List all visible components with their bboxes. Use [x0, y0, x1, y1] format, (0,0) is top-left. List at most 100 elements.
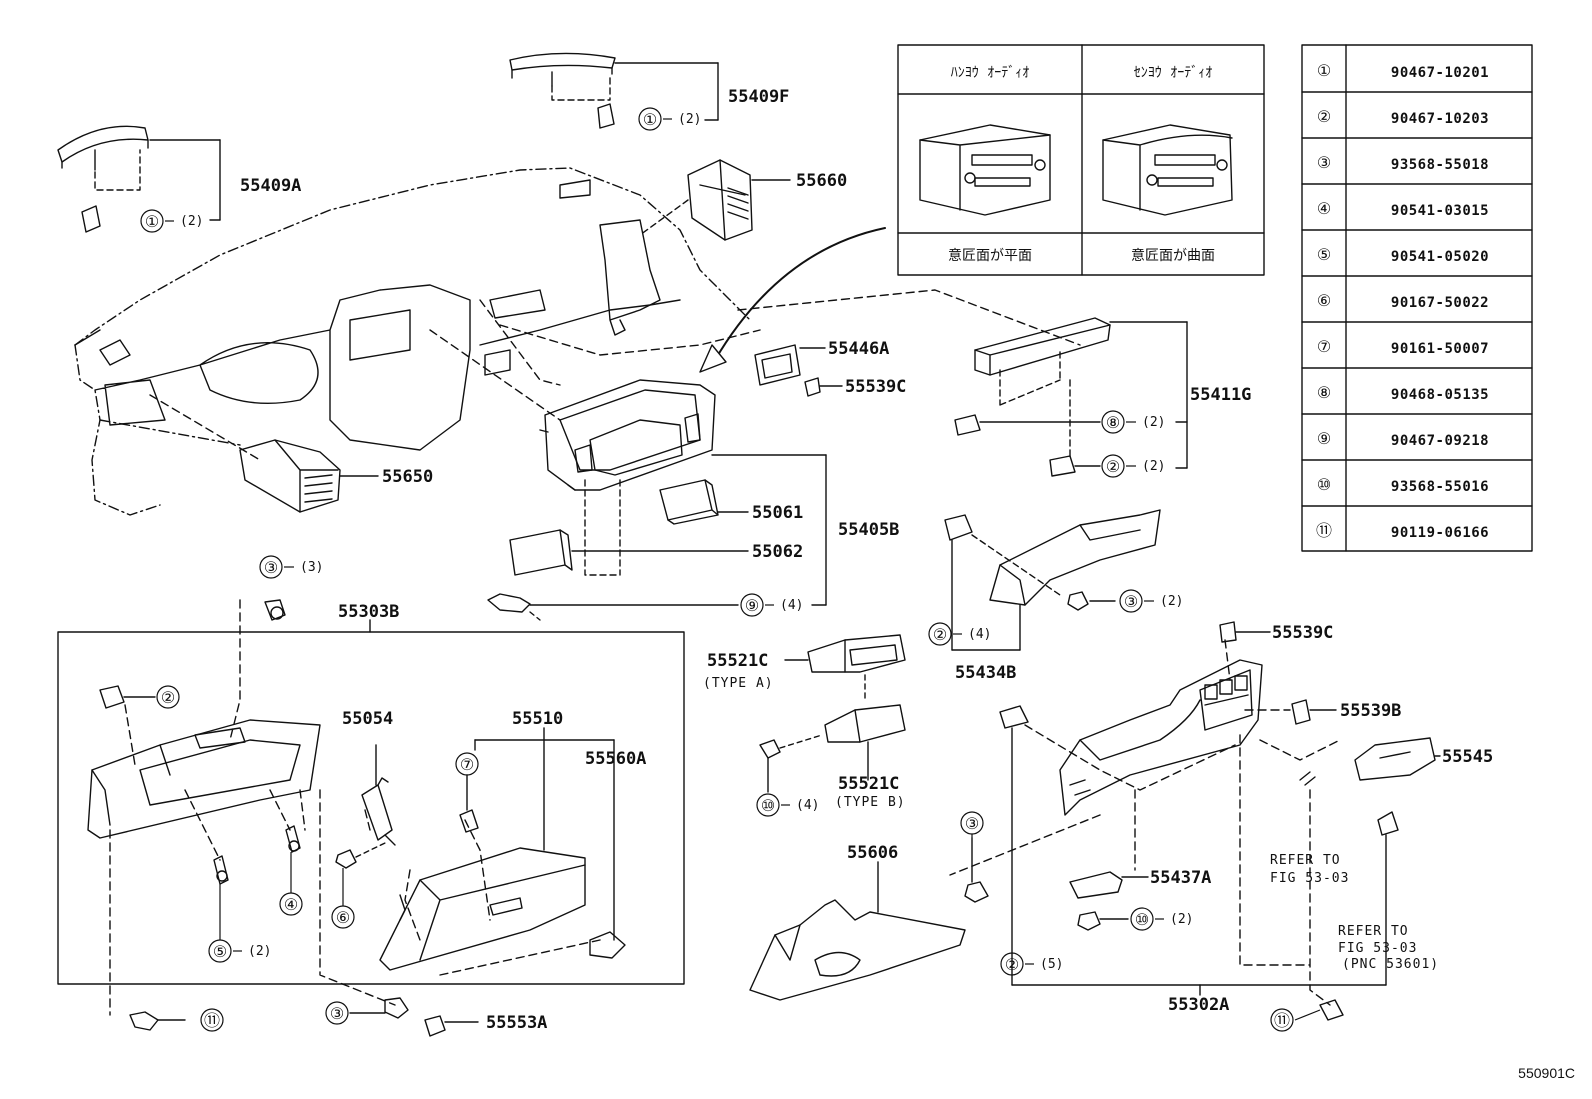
part-55650-vent: [239, 439, 379, 513]
callout-number: ④: [284, 895, 298, 914]
part-screws-lid: [213, 599, 301, 885]
part-label: 55409F: [728, 87, 789, 107]
table-part: 90541-03015: [1391, 203, 1489, 219]
callout-number: ①: [145, 212, 159, 231]
part-label: 55521C: [707, 651, 768, 671]
figure-code: 550901C: [1518, 1065, 1575, 1081]
callout-number: ②: [1005, 955, 1019, 974]
part-55062-vent: [509, 479, 749, 576]
quantity: (3): [300, 560, 323, 575]
table-key: ⑧: [1317, 383, 1331, 402]
quantity: (2): [180, 214, 203, 229]
radio-unit-curved: [1102, 124, 1233, 216]
part-label: 55521C: [838, 774, 899, 794]
part-label: 55054: [342, 709, 393, 729]
quantity: (5): [1040, 957, 1063, 972]
quantity: (2): [1160, 594, 1183, 609]
dash-vent-area: [599, 219, 661, 336]
part-55446A: [754, 344, 826, 386]
reference-arrow-head: [699, 344, 727, 373]
part-55539C-lower: [1219, 621, 1271, 643]
radio-unit-flat: [919, 124, 1051, 216]
callout-number: ①: [643, 110, 657, 129]
callout-number: ⑪: [1274, 1011, 1290, 1030]
part-55434B: [944, 509, 1161, 651]
part-55539B: [1291, 699, 1337, 725]
part-55606: [749, 861, 966, 1001]
part-55660-vent: [639, 159, 791, 241]
radio-inset-box: [897, 44, 1265, 276]
part-label: 55434B: [955, 663, 1016, 683]
table-key: ②: [1317, 107, 1331, 126]
part-label: 55303B: [338, 602, 399, 622]
table-key: ⑤: [1317, 245, 1331, 264]
quantity: (2): [1170, 912, 1193, 927]
part-label: 55606: [847, 843, 898, 863]
part-label: 55539C: [845, 377, 906, 397]
quantity: (2): [248, 944, 271, 959]
part-label: 55660: [796, 171, 847, 191]
table-key: ⑥: [1317, 291, 1331, 310]
table-key: ⑨: [1317, 429, 1331, 448]
callout-number: ⑦: [460, 755, 474, 774]
part-label: 55411G: [1190, 385, 1251, 405]
part-label: 55650: [382, 467, 433, 487]
part-55545: [1354, 737, 1441, 781]
callout-number: ③: [330, 1004, 344, 1023]
part-label: 55062: [752, 542, 803, 562]
part-55302A-panel: [1059, 659, 1263, 816]
table-key: ④: [1317, 199, 1331, 218]
part-55437A: [1069, 871, 1149, 931]
part-55303B-lid: [87, 685, 321, 839]
callout-number: ③: [965, 814, 979, 833]
instrument-panel-outline: [74, 167, 751, 516]
callout-number: ⑨: [745, 596, 759, 615]
callout-number: ⑧: [1106, 413, 1120, 432]
part-clips-panel: [964, 705, 1344, 1021]
callout-number: ⑩: [1135, 910, 1149, 929]
lid-dash-lines: [109, 599, 601, 1016]
table-part: 90467-10203: [1391, 111, 1489, 127]
refer-note: FIG 53-03: [1270, 871, 1349, 886]
part-label: 55560A: [585, 749, 646, 769]
callout-number: ⑪: [204, 1011, 220, 1030]
part-55405B-bezel: [539, 379, 827, 606]
part-fastener-9: [487, 593, 739, 621]
quantity: (4): [796, 798, 819, 813]
radio-header-left: ﾊﾝﾖｳ ｵｰﾃﾞｨｵ: [951, 65, 1029, 81]
part-label: 55302A: [1168, 995, 1229, 1015]
table-part: 90541-05020: [1391, 249, 1489, 265]
callout-number: ⑩: [761, 796, 775, 815]
table-part: 90468-05135: [1391, 387, 1489, 403]
callout-number: ⑥: [336, 908, 350, 927]
fastener-table-grid: [1301, 44, 1533, 552]
dash-link-lines: [149, 289, 1081, 461]
table-key: ⑪: [1316, 521, 1332, 540]
callout-number: ②: [161, 688, 175, 707]
callout-number: ③: [1124, 592, 1138, 611]
part-label: 55409A: [240, 176, 301, 196]
table-key: ⑩: [1317, 475, 1331, 494]
part-refer-bracket: [1299, 771, 1399, 986]
table-part: 93568-55016: [1391, 479, 1489, 495]
part-55411G: [954, 317, 1188, 477]
dash-lines: [74, 179, 681, 451]
quantity: (4): [780, 598, 803, 613]
part-55521C-type-b: [759, 704, 906, 793]
part-55054-damper: [335, 744, 396, 869]
panel-dash-lines: [949, 639, 1341, 1006]
callout-number: ②: [933, 625, 947, 644]
part-55061-vent: [659, 479, 749, 525]
part-label: 55553A: [486, 1013, 547, 1033]
part-55409A: [57, 125, 221, 233]
table-part: 90161-50007: [1391, 341, 1489, 357]
part-55521C-type-a: [784, 634, 906, 701]
part-label: 55061: [752, 503, 803, 523]
radio-caption-left: 意匠面が平面: [948, 247, 1032, 264]
radio-caption-right: 意匠面が曲面: [1131, 247, 1215, 264]
group-box-55303B: [57, 631, 685, 985]
part-label: (TYPE B): [835, 795, 906, 810]
quantity: (2): [1142, 459, 1165, 474]
part-55560A-catch: [589, 931, 626, 959]
